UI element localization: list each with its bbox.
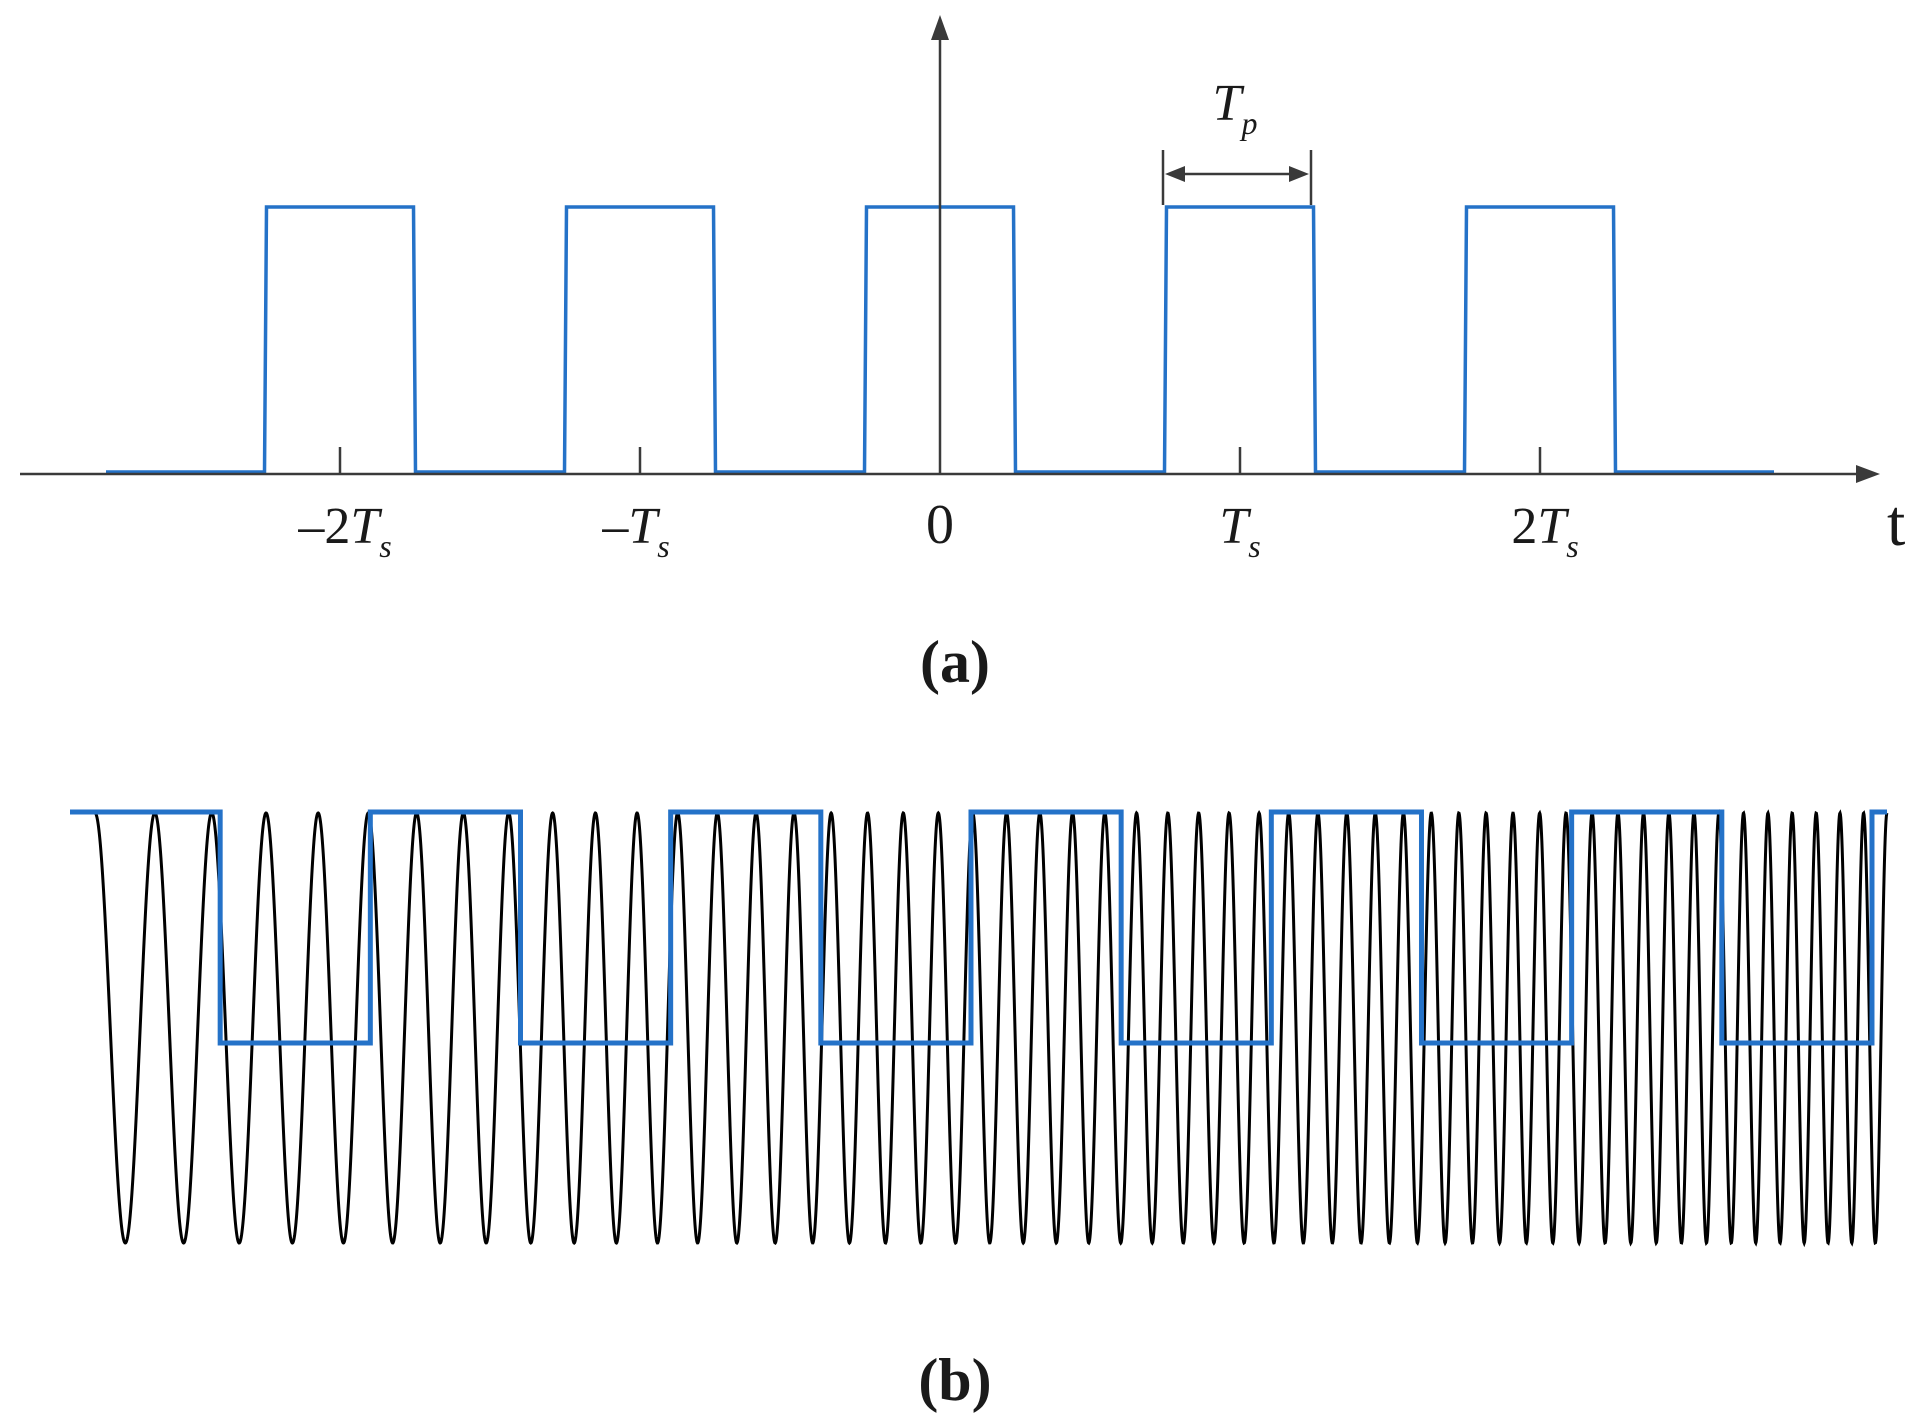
tick-label-minus-ts: –Ts: [601, 498, 669, 564]
vertical-axis-arrowhead: [931, 15, 949, 40]
panel-b-caption: (b): [918, 1347, 991, 1413]
tick-label-minus-2ts: –2Ts: [297, 498, 391, 564]
tick-labels: –2Ts –Ts 0 Ts 2Ts: [297, 494, 1578, 564]
square-wave: [70, 809, 1887, 1046]
time-axis-arrowhead: [1856, 465, 1880, 483]
width-arrowhead-right: [1289, 166, 1309, 182]
time-axis-label: t: [1887, 487, 1905, 560]
tick-label-ts: Ts: [1219, 498, 1260, 564]
pulse-width-label: Tp: [1213, 75, 1258, 141]
tick-label-2ts: 2Ts: [1511, 498, 1578, 564]
panel-a-pulse-train: t –2Ts –Ts 0 Ts 2Ts Tp (a): [20, 15, 1905, 695]
tick-label-zero: 0: [926, 494, 954, 556]
panel-b-chirp-waveform: (b): [70, 809, 1889, 1413]
axis-ticks: [338, 447, 1542, 474]
chirp-waveform: [94, 809, 1889, 1248]
pulse-width-annotation: Tp: [1161, 75, 1313, 205]
panel-a-caption: (a): [920, 629, 990, 695]
width-arrowhead-left: [1165, 166, 1185, 182]
